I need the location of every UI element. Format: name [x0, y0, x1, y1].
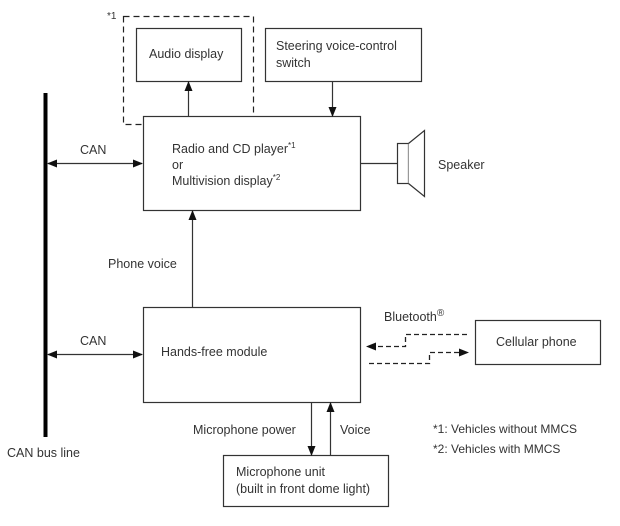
steering-switch-label-line1: Steering voice-control: [276, 39, 397, 53]
hands-free-module-label: Hands-free module: [161, 345, 268, 359]
microphone-power-label: Microphone power: [193, 423, 296, 437]
radio-box: [142, 115, 362, 212]
footnote-2: *2: Vehicles with MMCS: [433, 442, 561, 456]
steering-switch-label-line2: switch: [276, 56, 311, 70]
footnote-1: *1: Vehicles without MMCS: [433, 422, 578, 436]
bluetooth-label: Bluetooth®: [384, 309, 444, 325]
voice-label: Voice: [340, 423, 371, 437]
microphone-unit-box: [222, 454, 390, 508]
bluetooth-arrow-to-module: [366, 333, 467, 351]
radio-label-line2: or: [172, 158, 184, 172]
can-radio-label: CAN: [80, 143, 107, 157]
cellular-phone-label: Cellular phone: [496, 335, 577, 349]
registered-mark: ®: [436, 308, 445, 319]
radio-label-line3: Multivision display*2: [172, 173, 280, 189]
microphone-unit-label-line1: Microphone unit: [236, 465, 325, 479]
multivision-label-text: Multivision display: [172, 174, 273, 188]
cellular-phone-box: [474, 319, 602, 366]
audio-display-box: [135, 27, 243, 83]
speaker-icon: [396, 129, 426, 198]
radio-footnote-marker: *1: [288, 141, 296, 150]
radio-label-line1: Radio and CD player*1: [172, 141, 296, 157]
bluetooth-text: Bluetooth: [384, 310, 437, 324]
audio-display-group-marker: *1: [107, 11, 117, 22]
hands-free-module-box: [142, 306, 362, 404]
audio-display-label: Audio display: [149, 47, 224, 61]
radio-label-text: Radio and CD player: [172, 142, 289, 156]
can-hands-free-label: CAN: [80, 334, 107, 348]
microphone-unit-label-line2: (built in front dome light): [236, 482, 371, 496]
bluetooth-arrow-to-phone: [369, 348, 469, 365]
speaker-label: Speaker: [438, 158, 485, 172]
multivision-footnote-marker: *2: [272, 173, 281, 182]
phone-voice-label: Phone voice: [108, 257, 177, 271]
can-bus-line-label: CAN bus line: [7, 446, 80, 460]
steering-switch-box: [264, 27, 423, 83]
